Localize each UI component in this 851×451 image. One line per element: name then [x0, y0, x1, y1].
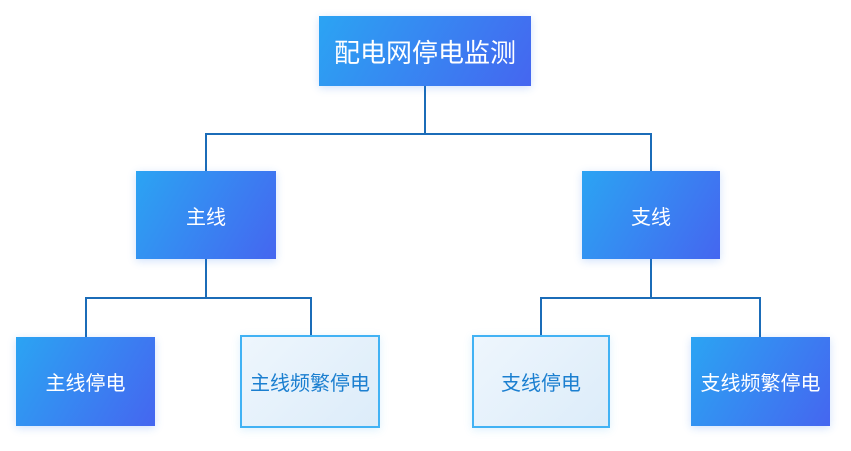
connector-drop-branch-line: [650, 133, 652, 171]
connector-drop-main-outage: [85, 297, 87, 337]
node-main-line[interactable]: 主线: [136, 171, 276, 259]
connector-drop-branch-frequent: [759, 297, 761, 337]
node-main-outage[interactable]: 主线停电: [16, 337, 155, 426]
node-branch-outage-label: 支线停电: [501, 373, 581, 395]
connector-main-children-bar: [85, 297, 311, 299]
node-branch-frequent-outage-label: 支线频繁停电: [700, 373, 821, 395]
connector-branch-children-bar: [540, 297, 760, 299]
node-main-outage-label: 主线停电: [45, 373, 126, 395]
node-branch-outage[interactable]: 支线停电: [472, 335, 610, 428]
connector-drop-main-frequent: [310, 297, 312, 337]
node-root[interactable]: 配电网停电监测: [319, 16, 531, 86]
node-main-frequent-outage-label: 主线频繁停电: [250, 373, 370, 395]
connector-root-trunk: [424, 86, 426, 134]
connector-main-line-trunk: [205, 259, 207, 298]
connector-level1-bar: [205, 133, 651, 135]
node-branch-line[interactable]: 支线: [582, 171, 720, 259]
connector-branch-line-trunk: [650, 259, 652, 298]
connector-drop-main-line: [205, 133, 207, 171]
node-main-line-label: 主线: [186, 206, 226, 229]
node-branch-frequent-outage[interactable]: 支线频繁停电: [691, 337, 830, 426]
connector-drop-branch-outage: [540, 297, 542, 337]
node-main-frequent-outage[interactable]: 主线频繁停电: [240, 335, 380, 428]
node-branch-line-label: 支线: [631, 206, 671, 229]
node-root-label: 配电网停电监测: [333, 37, 516, 68]
